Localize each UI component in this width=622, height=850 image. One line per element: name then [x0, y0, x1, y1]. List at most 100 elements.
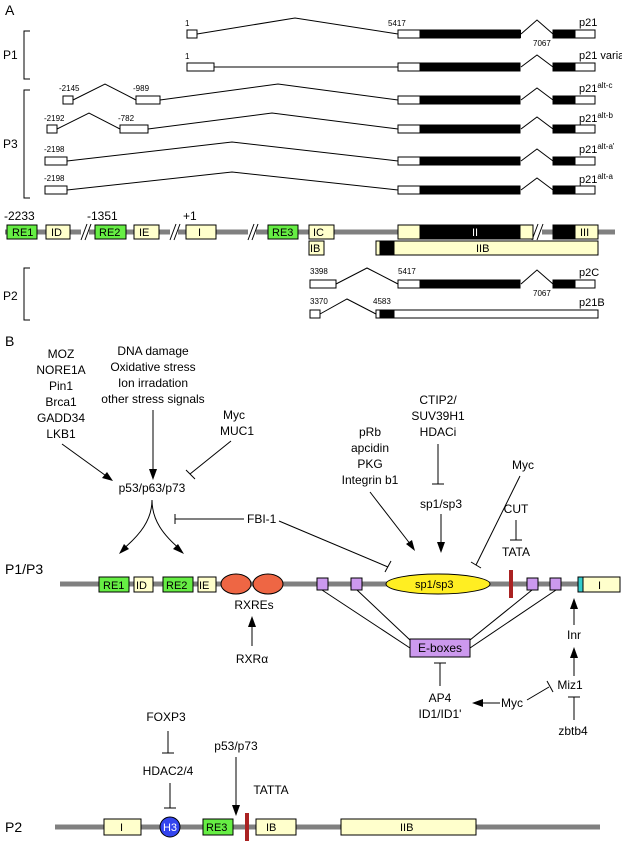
pos-label: -2198 [44, 145, 65, 154]
p2-bracket: P2 [3, 267, 30, 321]
pos-label: 5417 [388, 19, 406, 28]
coord-label: -2233 [4, 209, 35, 223]
p2-label: P2 [3, 289, 18, 303]
fbi1-label: FBI-1 [247, 512, 277, 526]
h3-circle [159, 816, 181, 838]
p1-label: P1 [3, 48, 18, 62]
hdac-label: HDAC2/4 [143, 764, 194, 778]
h3-label: H3 [163, 822, 177, 834]
sp1-repressors: CTIP2/ SUV39H1 HDACi sp1/sp3 [411, 393, 465, 553]
transcript-p21-alt-a: -2198 p21alt-a [44, 171, 613, 195]
regulator-label: CTIP2/ [419, 393, 457, 407]
fbi1-repression: FBI-1 [174, 512, 392, 573]
iib-box [375, 240, 599, 256]
sp1-sp3-element [385, 573, 491, 595]
coord-label: +1 [183, 209, 197, 223]
panel-b-label: B [5, 333, 14, 349]
cut-label: CUT [504, 502, 529, 516]
regulator-label: pRb [359, 425, 381, 439]
inr-label: Inr [567, 628, 581, 642]
p1p3-promoter-map: RE1 ID RE2 IE sp1/sp3 I [60, 570, 621, 598]
tatta-label: TATTA [253, 783, 288, 797]
p53-arrows [61, 410, 232, 481]
transcript-p21: 1 5417 7067 p21 [185, 17, 597, 48]
exon-box [186, 29, 198, 39]
transcript-p21-alt-b: -2192 -782 p21alt-b [44, 111, 613, 134]
re1-label: RE1 [103, 580, 124, 592]
regulator-label: Pin1 [49, 379, 73, 393]
ib-label: IB [310, 243, 320, 255]
pos-label: 7067 [533, 39, 551, 48]
pos-label: 3398 [310, 267, 328, 276]
regulator-label: Integrin b1 [342, 473, 399, 487]
stress-label: other stress signals [101, 392, 204, 406]
re1-box [6, 224, 38, 240]
inr-miz1-regulation: Inr Miz1 zbtb4 Myc [472, 598, 588, 738]
re1-box [98, 576, 130, 593]
re3-label: RE3 [272, 227, 293, 239]
re1-label: RE1 [12, 227, 33, 239]
regulator-label: NORE1A [36, 363, 85, 377]
exon-i-box [582, 576, 621, 593]
pos-label: -782 [118, 114, 135, 123]
rxres-label: RXREs [234, 598, 273, 612]
transcript-name: p21alt-c [579, 81, 612, 95]
coding-region [419, 29, 521, 39]
id-box [45, 224, 71, 240]
re2-box [162, 576, 194, 593]
exon-i-label: I [598, 580, 601, 592]
tata-box-bar [509, 570, 513, 598]
ic-label: IC [313, 227, 324, 239]
re2-label: RE2 [99, 227, 120, 239]
pos-label: 1 [185, 52, 190, 61]
sp1-sp3-label: sp1/sp3 [420, 497, 462, 511]
ebox-site [350, 577, 363, 591]
stress-label: Oxidative stress [110, 360, 195, 374]
regulator-label: MUC1 [220, 424, 254, 438]
transcript-p2c: 3398 5417 7067 p2C [309, 267, 599, 298]
exon-ii-label: II [472, 227, 478, 239]
re3-box [202, 818, 234, 836]
rxre-element [220, 573, 252, 595]
ebox-site [549, 577, 562, 591]
transcript-p21-alt-a-prime: -2198 p21alt-a' [44, 141, 615, 166]
ebox-connections: E-boxes AP4 ID1/ID1' [321, 589, 557, 721]
pos-label: -2198 [44, 174, 65, 183]
ie-box [197, 576, 217, 593]
regulator-label: Brca1 [45, 395, 77, 409]
pos-label: -2145 [59, 84, 80, 93]
pos-label: -2192 [44, 114, 65, 123]
tatta-box-bar [245, 813, 249, 841]
myc-muc1: Myc MUC1 [220, 408, 254, 438]
id-label: ID [51, 227, 62, 239]
ib-box [255, 818, 297, 836]
p3-label: P3 [3, 137, 18, 151]
id-box [133, 576, 154, 593]
exon-iii-label: III [580, 227, 589, 239]
ic-box [308, 224, 335, 240]
transcript-p21b: 3370 4583 p21B [309, 297, 605, 319]
p53-fork [119, 499, 184, 554]
pos-label: 3370 [310, 297, 328, 306]
ie-label: IE [139, 227, 149, 239]
p53-family-label: p53/p63/p73 [119, 481, 186, 495]
sp1-activators: pRb apcidin PKG Integrin b1 [342, 425, 415, 551]
sp1-sp3-element-label: sp1/sp3 [415, 579, 454, 591]
ebox-site [316, 577, 329, 591]
regulator-label: GADD34 [37, 411, 85, 425]
ie-box [133, 224, 160, 240]
ebox-site [526, 577, 539, 591]
ib-box [308, 240, 325, 256]
rxre-element [252, 573, 284, 595]
iib-label: IIB [476, 243, 489, 255]
re3-label: RE3 [206, 822, 227, 834]
gene-map: -2233 -1351 +1 RE1 ID RE2 IE I RE3 IC IB [4, 209, 615, 256]
re2-box [94, 224, 127, 240]
rxr-alpha-label: RXRα [236, 652, 268, 666]
exon-ii-box [419, 224, 521, 240]
p2-promoter-map: I H3 RE3 IB IIB [55, 813, 600, 841]
pos-label: 1 [185, 19, 190, 28]
ib-label: IB [266, 822, 276, 834]
